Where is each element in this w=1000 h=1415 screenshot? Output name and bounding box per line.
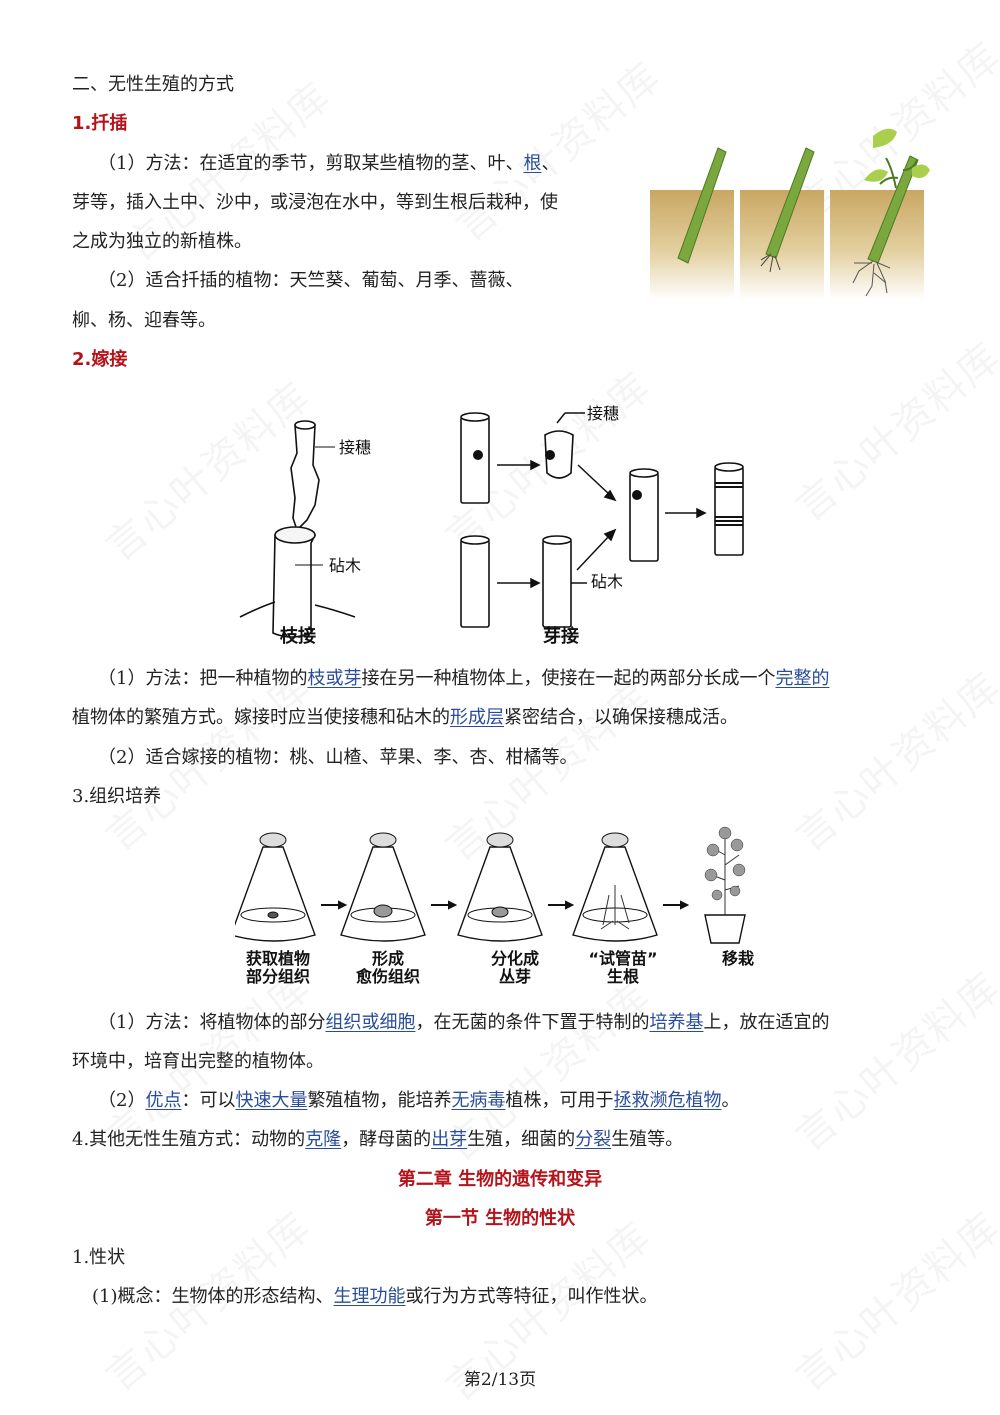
grafting-method-line1: （1）方法：把一种植物的枝或芽接在另一种植物体上，使接在一起的两部分长成一个完整… (98, 667, 829, 691)
text: （1）方法：将植物体的部分 (98, 1012, 326, 1033)
cutting-method-line2: 芽等，插入土中、沙中，或浸泡在水中，等到生根后栽种，使 (72, 192, 558, 213)
step-4-caption: “试管苗” 生根 (578, 950, 668, 986)
traits-heading: 1.性状 (72, 1247, 126, 1268)
cutting-heading: 1.扦插 (72, 113, 128, 134)
grafting-method-line2: 植物体的繁殖方式。嫁接时应当使接穗和砧木的形成层紧密结合，以确保接穗成活。 (72, 706, 738, 730)
text: （1）方法：在适宜的季节，剪取某些植物的茎、叶、 (98, 153, 524, 174)
text: 植物体的繁殖方式。嫁接时应当使接穗和砧木的 (72, 707, 450, 728)
text: 生根 (606, 967, 639, 986)
text: 部分组织 (245, 967, 310, 986)
text: ，酵母菌的 (341, 1129, 432, 1150)
text: “试管苗” (588, 949, 658, 968)
fill-answer: 克隆 (305, 1129, 342, 1150)
section-subtitle: 第一节 生物的性状 (424, 1208, 576, 1229)
cutting-plants-line2: 柳、杨、迎春等。 (72, 310, 216, 331)
text: 、 (541, 153, 560, 174)
text: 。 (721, 1090, 740, 1111)
fill-answer: 培养基 (649, 1012, 704, 1033)
text: （2） (98, 1090, 146, 1111)
text: 获取植物 (245, 949, 310, 968)
grafting-heading: 2.嫁接 (72, 349, 128, 370)
step-5-caption: 移栽 (698, 950, 778, 968)
step-2-caption: 形成 愈伤组织 (348, 950, 428, 986)
fill-answer: 组织或细胞 (325, 1012, 416, 1033)
tissue-method-line1: （1）方法：将植物体的部分组织或细胞，在无菌的条件下置于特制的培养基上，放在适宜… (98, 1011, 829, 1035)
traits-concept: (1)概念：生物体的形态结构、生理功能或行为方式等特征，叫作性状。 (92, 1285, 658, 1309)
text: 紧密结合，以确保接穗成活。 (504, 707, 738, 728)
fill-answer: 生理功能 (333, 1286, 406, 1307)
tissue-culture-heading: 3.组织培养 (72, 786, 162, 807)
text: 丛芽 (498, 967, 531, 986)
text: 愈伤组织 (355, 967, 420, 986)
fill-answer: 快速大量 (235, 1090, 308, 1111)
watermark: 言心叶资料库 (781, 956, 1000, 1162)
text: ，在无菌的条件下置于特制的 (415, 1012, 650, 1033)
fill-answer: 形成层 (450, 707, 504, 728)
fill-answer: 完整的 (775, 668, 830, 689)
text: 植株，可用于 (505, 1090, 614, 1111)
caption-bud-graft: 芽接 (543, 626, 579, 647)
tissue-method-line2: 环境中，培育出完整的植物体。 (72, 1051, 324, 1072)
cutting-method-line3: 之成为独立的新植株。 (72, 231, 252, 252)
chapter-title: 第二章 生物的遗传和变异 (397, 1169, 603, 1190)
text: ：可以 (181, 1090, 236, 1111)
fill-answer: 根 (523, 153, 542, 174)
cutting-method-line1: （1）方法：在适宜的季节，剪取某些植物的茎、叶、根、 (98, 152, 559, 176)
fill-answer: 优点 (145, 1090, 182, 1111)
text: 或行为方式等特征，叫作性状。 (405, 1286, 658, 1307)
text: 分化成 (490, 949, 539, 968)
caption-branch-graft: 枝接 (280, 626, 316, 647)
watermark: 言心叶资料库 (781, 326, 1000, 532)
svg-text:砧木: 砧木 (329, 556, 361, 575)
section-title: 二、无性生殖的方式 (72, 74, 234, 95)
svg-text:砧木: 砧木 (591, 572, 623, 591)
fill-answer: 出芽 (431, 1129, 468, 1150)
text: 接在另一种植物体上，使接在一起的两部分长成一个 (361, 668, 776, 689)
text: （1）方法：把一种植物的 (98, 668, 308, 689)
fill-answer: 枝或芽 (307, 668, 362, 689)
text: 4.其他无性生殖方式：动物的 (72, 1129, 306, 1150)
page-number: 第2/13页 (463, 1370, 537, 1390)
text: (1)概念：生物体的形态结构、 (92, 1286, 334, 1307)
step-1-caption: 获取植物 部分组织 (238, 950, 318, 986)
cutting-plants-line1: （2）适合扦插的植物：天竺葵、葡萄、月季、蔷薇、 (98, 270, 524, 291)
step-3-caption: 分化成 丛芽 (475, 950, 555, 986)
tissue-culture-diagram (235, 826, 746, 944)
cutting-illustration (650, 128, 930, 300)
label-scion: 接穗 (339, 438, 371, 457)
grafting-plants: （2）适合嫁接的植物：桃、山楂、苹果、李、杏、柑橘等。 (98, 747, 578, 768)
text: 生殖等。 (611, 1129, 684, 1150)
text: 形成 (371, 949, 404, 968)
text: 上，放在适宜的 (703, 1012, 830, 1033)
text: 移栽 (721, 949, 754, 968)
text: 繁殖植物，能培养 (307, 1090, 452, 1111)
svg-text:接穗: 接穗 (587, 404, 619, 423)
grafting-diagram: 接穗 砧木 接穗 砧木 (239, 404, 744, 638)
tissue-advantages: （2）优点：可以快速大量繁殖植物，能培养无病毒植株，可用于拯救濒危植物。 (98, 1089, 739, 1113)
watermark: 言心叶资料库 (441, 46, 671, 252)
fill-answer: 无病毒 (451, 1090, 506, 1111)
other-methods: 4.其他无性生殖方式：动物的克隆，酵母菌的出芽生殖，细菌的分裂生殖等。 (72, 1128, 683, 1152)
fill-answer: 拯救濒危植物 (613, 1090, 722, 1111)
fill-answer: 分裂 (575, 1129, 612, 1150)
text: 生殖，细菌的 (467, 1129, 576, 1150)
